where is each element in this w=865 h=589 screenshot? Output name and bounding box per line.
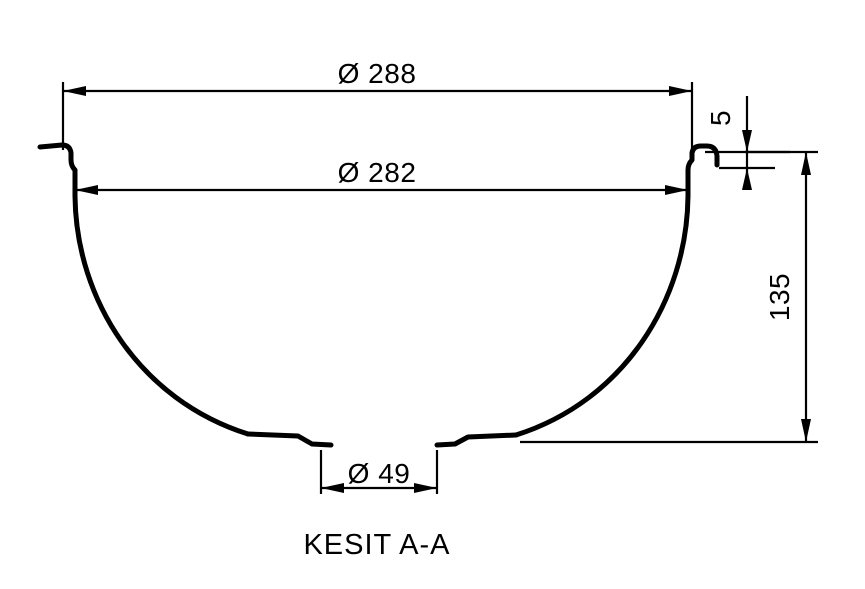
- arrow-left-49: [321, 483, 344, 493]
- arrow-top-5: [742, 130, 752, 152]
- arrow-top-135: [801, 152, 811, 175]
- arrow-right-282: [665, 185, 688, 195]
- dim-label-135: 135: [764, 273, 795, 321]
- arrow-right-288: [669, 86, 692, 96]
- left-rim-profile: [37, 142, 78, 199]
- dim-label-288: Ø 288: [338, 58, 417, 89]
- dim-label-5: 5: [705, 110, 736, 126]
- dimension-outer-diameter: Ø 288: [61, 58, 694, 150]
- right-rim-profile: [685, 143, 720, 199]
- arrow-bottom-5: [742, 168, 752, 190]
- dimension-rim-height: 5: [705, 96, 790, 190]
- drawing-title: KESIT A-A: [303, 529, 450, 561]
- right-foot-profile: [434, 432, 519, 448]
- dim-label-49: Ø 49: [348, 458, 411, 489]
- dimension-inner-diameter: Ø 282: [75, 157, 688, 195]
- dim-label-282: Ø 282: [338, 157, 417, 188]
- bowl-section-profile: [37, 142, 720, 448]
- dimension-bottom-opening: Ø 49: [319, 450, 439, 494]
- left-foot-profile: [245, 431, 334, 448]
- arrow-left-282: [75, 185, 98, 195]
- arrow-bottom-135: [801, 419, 811, 442]
- left-wall-curve: [72, 193, 251, 437]
- right-wall-curve: [513, 193, 691, 438]
- arrow-left-288: [63, 86, 86, 96]
- arrow-right-49: [414, 483, 437, 493]
